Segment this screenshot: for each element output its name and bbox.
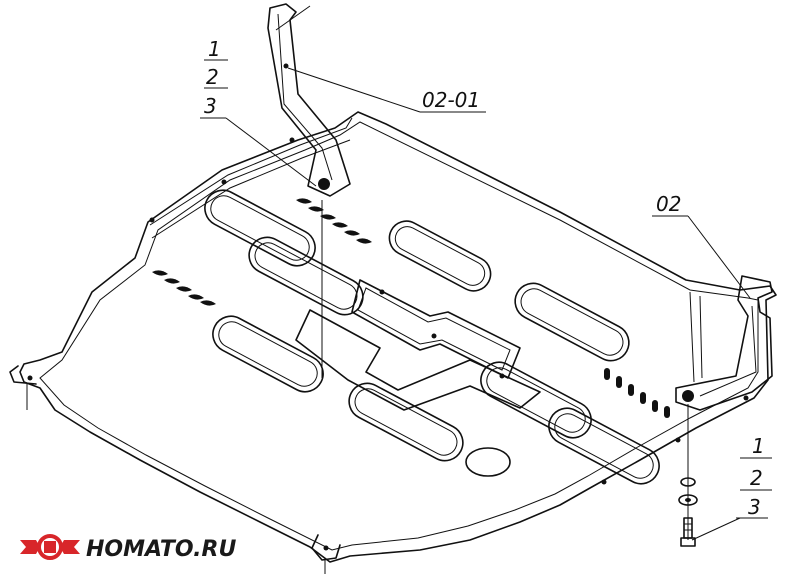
fastener-stack bbox=[678, 477, 698, 547]
callout-top-left-1: 1 bbox=[208, 37, 221, 61]
callout-02: 02 bbox=[652, 192, 751, 299]
callout-bottom-right: 1 2 3 bbox=[691, 434, 772, 541]
right-flange bbox=[689, 291, 703, 383]
callout-top-left-2: 2 bbox=[206, 65, 219, 89]
bottom-tab bbox=[311, 534, 341, 561]
label-02-01: 02-01 bbox=[422, 88, 480, 112]
front-flange bbox=[149, 117, 353, 239]
callout-bottom-right-1: 1 bbox=[752, 434, 765, 458]
center-channel bbox=[295, 279, 541, 411]
skid-plate bbox=[9, 111, 777, 574]
logo-text: HOMATO.RU bbox=[86, 537, 236, 562]
left-tab bbox=[9, 365, 37, 385]
spring-washer bbox=[680, 477, 696, 487]
callout-bottom-right-2: 2 bbox=[750, 466, 763, 490]
plate-inner-edge bbox=[39, 121, 759, 551]
drain-hole bbox=[465, 447, 511, 477]
flat-washer bbox=[678, 494, 698, 506]
callout-top-left: 1 2 3 bbox=[200, 37, 317, 187]
louver-vents-top bbox=[296, 198, 372, 244]
logo-emblem-icon bbox=[20, 534, 80, 560]
callout-top-left-3: 3 bbox=[204, 94, 217, 118]
label-02: 02 bbox=[656, 192, 681, 216]
callout-02-01: 02-01 bbox=[287, 67, 486, 113]
rim-holes bbox=[27, 137, 749, 551]
brand-logo: HOMATO.RU bbox=[20, 534, 236, 562]
plate-outline bbox=[19, 111, 777, 563]
bolt bbox=[680, 517, 696, 547]
bracket-02-01 bbox=[267, 3, 351, 378]
louver-vents-right bbox=[604, 368, 670, 418]
louver-vents-left bbox=[152, 270, 216, 306]
callout-bottom-right-3: 3 bbox=[748, 495, 761, 519]
